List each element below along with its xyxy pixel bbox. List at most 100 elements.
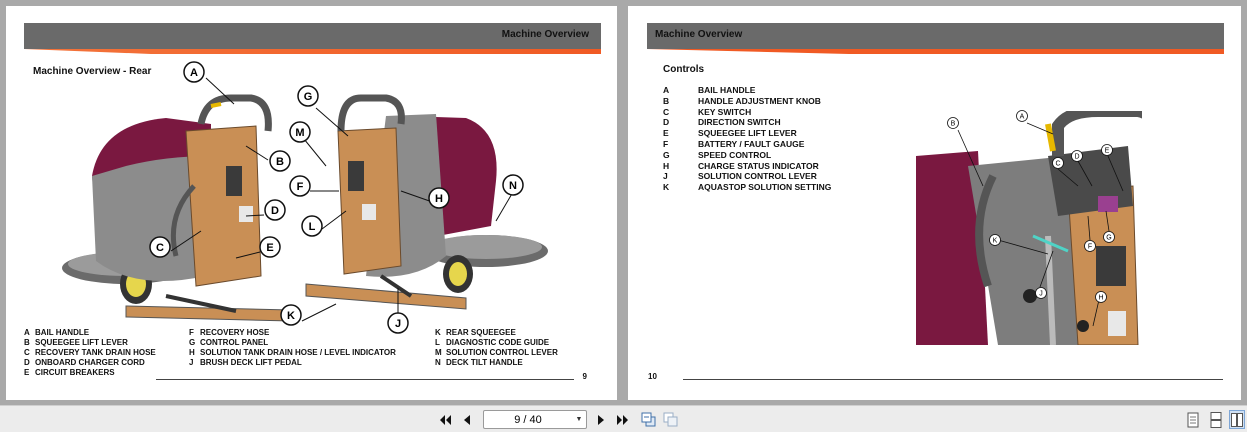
ctrl-callout-c: C: [1052, 157, 1064, 169]
ctrl-callout-b: B: [947, 117, 959, 129]
svg-text:G: G: [1106, 235, 1111, 242]
right-section-title: Controls: [663, 64, 705, 75]
callout-m-text: M: [295, 127, 304, 139]
svg-text:B: B: [951, 121, 956, 128]
callout-labels: A B C D E F G H J K L M N: [149, 61, 524, 334]
callout-f: F: [289, 175, 311, 197]
go-forward-view-icon[interactable]: [662, 410, 680, 429]
machine-left-body: [62, 94, 292, 322]
callout-a-text: A: [190, 67, 198, 79]
left-footer-rule: [156, 379, 574, 380]
machine-rear-illustration: A B C D E F G H J K L M N: [62, 61, 548, 334]
right-header-stripe: [647, 49, 1224, 54]
svg-text:A: A: [1020, 114, 1025, 121]
left-header-stripe: [24, 49, 601, 54]
svg-text:H: H: [1098, 295, 1103, 302]
callout-leaders: [170, 77, 514, 324]
callout-l: L: [301, 215, 323, 237]
ctrl-callout-a: A: [1016, 110, 1028, 122]
callout-m: M: [289, 121, 311, 143]
svg-text:K: K: [993, 238, 998, 245]
left-page: Machine Overview Machine Overview - Rear: [6, 6, 617, 400]
callout-c: C: [149, 236, 171, 258]
callout-g-text: G: [304, 91, 313, 103]
two-page-view-icon[interactable]: [1229, 410, 1245, 429]
ctrl-callout-h: H: [1095, 291, 1107, 303]
controls-illustration: A B C D E F G H J K: [916, 110, 1142, 345]
callout-e: E: [259, 236, 281, 258]
continuous-view-icon[interactable]: [1208, 410, 1224, 429]
ctrl-callout-g: G: [1103, 231, 1115, 243]
callout-l-text: L: [309, 221, 316, 233]
callout-h: H: [428, 187, 450, 209]
controls-leaders: [957, 122, 1124, 327]
next-page-icon[interactable]: [594, 410, 608, 429]
left-page-number: 9: [582, 372, 587, 381]
right-header-title: Machine Overview: [655, 29, 743, 40]
skip-to-first-icon[interactable]: [436, 410, 454, 429]
callout-b: B: [269, 150, 291, 172]
left-section-title: Machine Overview - Rear: [33, 66, 152, 77]
callout-b-text: B: [276, 156, 284, 168]
single-page-view-icon[interactable]: [1185, 410, 1201, 429]
svg-text:C: C: [1055, 161, 1060, 168]
callout-g: G: [297, 85, 319, 107]
callout-k-text: K: [287, 310, 295, 322]
svg-text:F: F: [1088, 244, 1092, 251]
machine-right-body: [305, 94, 548, 310]
callout-n: N: [502, 174, 524, 196]
svg-text:D: D: [1074, 154, 1079, 161]
ctrl-callout-k: K: [989, 234, 1001, 246]
callout-k: K: [280, 304, 302, 326]
callout-a: A: [183, 61, 205, 83]
callout-f-text: F: [297, 181, 304, 193]
chevron-down-icon[interactable]: ▼: [575, 416, 583, 423]
callout-d: D: [264, 199, 286, 221]
page-number-value[interactable]: 9 / 40: [514, 413, 542, 426]
right-footer-rule: [683, 379, 1223, 380]
skip-to-last-icon[interactable]: [614, 410, 632, 429]
callout-h-text: H: [435, 193, 443, 205]
ctrl-callout-e: E: [1101, 144, 1113, 156]
svg-text:E: E: [1105, 148, 1110, 155]
right-page-number: 10: [648, 372, 657, 381]
page-number-field[interactable]: 9 / 40 ▼: [483, 410, 587, 429]
callout-j: J: [387, 312, 409, 334]
callout-d-text: D: [271, 205, 279, 217]
ctrl-callout-f: F: [1084, 240, 1096, 252]
previous-page-icon[interactable]: [460, 410, 474, 429]
viewer-toolbar: 9 / 40 ▼: [0, 405, 1247, 432]
go-back-view-icon[interactable]: [640, 410, 658, 429]
callout-c-text: C: [156, 242, 164, 254]
callout-e-text: E: [266, 242, 273, 254]
callout-j-text: J: [395, 318, 401, 330]
right-header-bar: Machine Overview: [647, 23, 1224, 49]
ctrl-callout-d: D: [1071, 150, 1083, 162]
